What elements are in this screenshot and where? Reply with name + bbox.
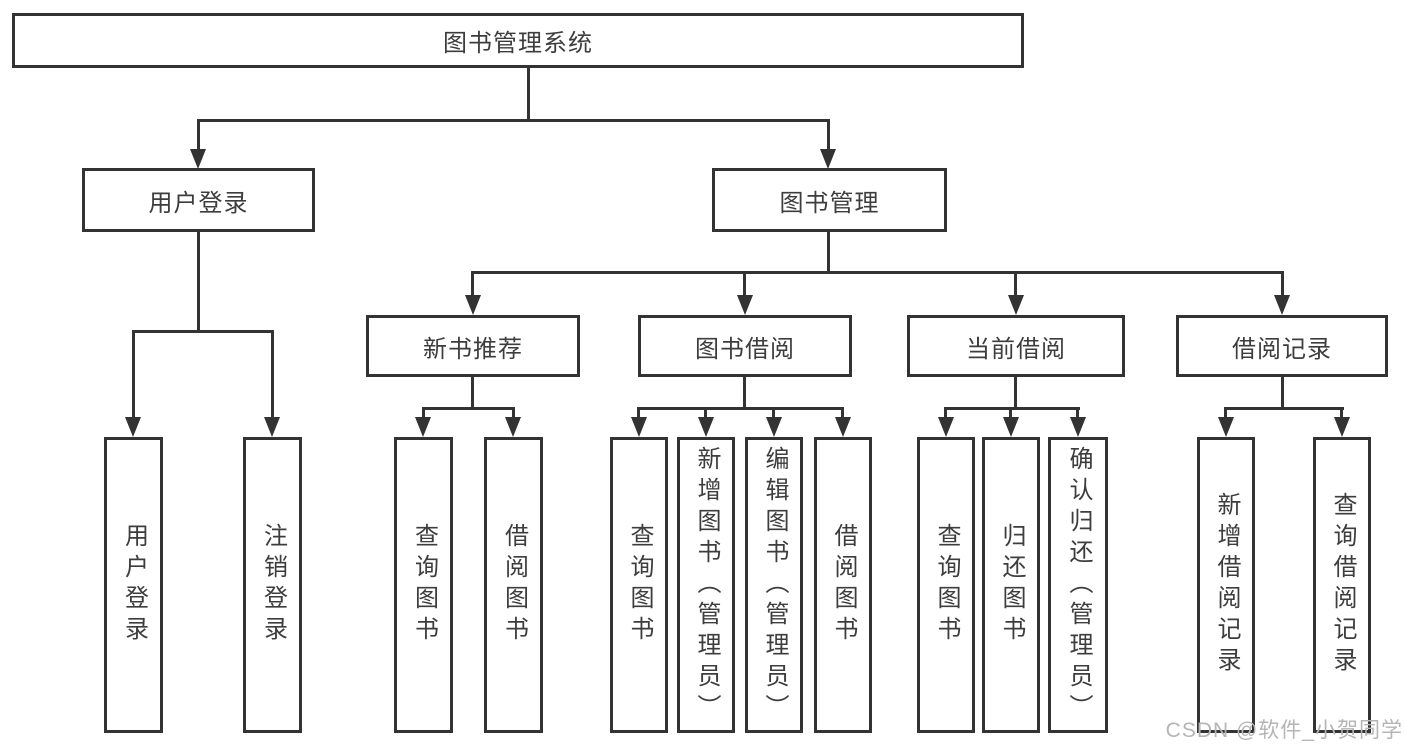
csdn-watermark: CSDN @软件_小贺同学 — [1165, 719, 1403, 742]
arrow-down-icon — [1003, 417, 1019, 437]
arrow-down-icon — [1008, 295, 1024, 315]
connector-line — [1076, 407, 1079, 419]
connector-line — [704, 407, 707, 419]
arrow-down-icon — [465, 295, 481, 315]
connector-line — [637, 407, 640, 419]
leaf-borrowing-query-book: 查询图书 — [610, 437, 668, 733]
arrow-down-icon — [835, 417, 851, 437]
node-label: 借阅图书 — [500, 523, 528, 647]
connector-line — [471, 271, 1284, 274]
connector-line — [772, 407, 775, 419]
node-new-book-recommend: 新书推荐 — [366, 315, 580, 377]
arrow-down-icon — [631, 417, 647, 437]
node-label: 借阅记录 — [1232, 335, 1332, 363]
connector-line — [1009, 407, 1012, 419]
connector-line — [1224, 407, 1227, 419]
connector-line — [944, 407, 1080, 410]
connector-line — [422, 407, 425, 419]
node-root-library-system: 图书管理系统 — [12, 13, 1024, 68]
leaf-user-login: 用户登录 — [104, 437, 163, 733]
node-label: 查询图书 — [933, 523, 960, 647]
node-label: 注销登录 — [259, 523, 287, 647]
arrow-down-icon — [505, 417, 521, 437]
connector-line — [512, 407, 515, 419]
leaf-borrowing-borrow-book: 借阅图书 — [814, 437, 872, 733]
connector-line — [827, 119, 830, 152]
node-label: 新增借阅记录 — [1213, 492, 1240, 678]
leaf-records-query-record: 查询借阅记录 — [1313, 437, 1371, 733]
leaf-logout: 注销登录 — [243, 437, 302, 733]
node-label: 新增图书（管理员） — [693, 445, 720, 725]
node-label: 用户登录 — [120, 523, 148, 647]
node-label: 编辑图书（管理员） — [761, 445, 788, 725]
arrow-down-icon — [1070, 417, 1086, 437]
arrow-down-icon — [737, 295, 753, 315]
connector-line — [1014, 377, 1017, 410]
node-label: 当前借阅 — [966, 335, 1066, 363]
connector-line — [1224, 407, 1344, 410]
connector-line — [1281, 271, 1284, 297]
leaf-borrowing-add-book-admin: 新增图书（管理员） — [677, 437, 735, 733]
arrow-down-icon — [766, 417, 782, 437]
leaf-current-confirm-return-admin: 确认归还（管理员） — [1048, 437, 1108, 733]
connector-line — [197, 232, 200, 332]
node-user-login: 用户登录 — [82, 168, 315, 232]
connector-line — [271, 330, 274, 418]
connector-line — [1340, 407, 1343, 419]
connector-line — [132, 330, 135, 418]
connector-line — [637, 407, 844, 410]
leaf-current-query-book: 查询图书 — [917, 437, 975, 733]
node-label: 确认归还（管理员） — [1065, 445, 1092, 725]
arrow-down-icon — [264, 417, 280, 437]
node-label: 查询借阅记录 — [1329, 492, 1356, 678]
leaf-recommend-query-book: 查询图书 — [394, 437, 453, 733]
arrow-down-icon — [698, 417, 714, 437]
node-label: 借阅图书 — [830, 523, 857, 647]
connector-line — [743, 271, 746, 297]
leaf-current-return-book: 归还图书 — [982, 437, 1040, 733]
arrow-down-icon — [125, 417, 141, 437]
connector-line — [197, 119, 830, 122]
node-label: 图书管理 — [779, 189, 880, 217]
node-borrow-records: 借阅记录 — [1176, 315, 1388, 377]
connector-line — [841, 407, 844, 419]
arrow-down-icon — [190, 149, 206, 169]
arrow-down-icon — [1334, 417, 1350, 437]
connector-line — [1281, 377, 1284, 410]
connector-line — [1014, 271, 1017, 297]
node-book-management: 图书管理 — [712, 168, 947, 232]
connector-line — [743, 377, 746, 410]
leaf-records-add-record: 新增借阅记录 — [1197, 437, 1255, 733]
connector-line — [132, 330, 274, 333]
node-label: 查询图书 — [410, 523, 438, 647]
arrow-down-icon — [1274, 295, 1290, 315]
node-current-borrowing: 当前借阅 — [907, 315, 1125, 377]
arrow-down-icon — [1218, 417, 1234, 437]
connector-line — [827, 232, 830, 274]
connector-line — [471, 271, 474, 297]
connector-line — [944, 407, 947, 419]
connector-line — [471, 377, 474, 410]
leaf-borrowing-edit-book-admin: 编辑图书（管理员） — [745, 437, 803, 733]
node-book-borrowing: 图书借阅 — [638, 315, 852, 377]
node-label: 查询图书 — [626, 523, 653, 647]
arrow-down-icon — [820, 149, 836, 169]
node-label: 归还图书 — [998, 523, 1025, 647]
arrow-down-icon — [415, 417, 431, 437]
connector-line — [197, 119, 200, 152]
node-label: 用户登录 — [148, 189, 249, 217]
node-label: 图书借阅 — [695, 335, 795, 363]
arrow-down-icon — [938, 417, 954, 437]
leaf-recommend-borrow-book: 借阅图书 — [484, 437, 543, 733]
node-label: 新书推荐 — [423, 335, 523, 363]
connector-line — [422, 407, 515, 410]
connector-line — [527, 66, 530, 119]
node-label: 图书管理系统 — [443, 30, 593, 57]
